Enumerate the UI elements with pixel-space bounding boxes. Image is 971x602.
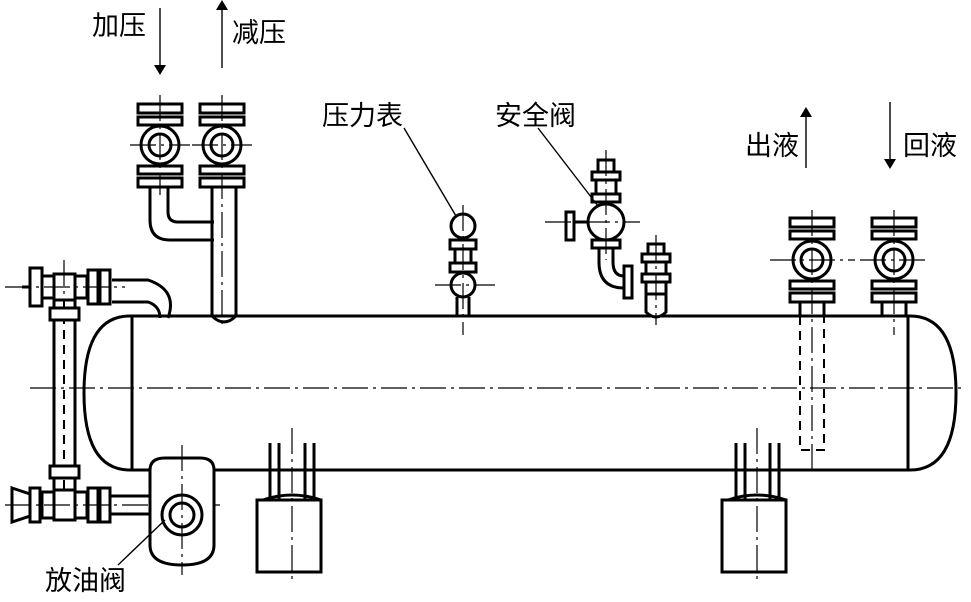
label-liquid-out: 出液 — [745, 131, 799, 162]
vessel-body — [30, 314, 966, 472]
label-pressurize: 加压 — [92, 11, 146, 42]
equalizer-pipe — [5, 260, 220, 525]
label-safety-valve: 安全阀 — [495, 101, 576, 132]
safety-valve — [537, 127, 672, 325]
label-oil-drain-valve: 放油阀 — [45, 566, 126, 597]
label-depressurize: 减压 — [232, 18, 286, 49]
liquid-return — [860, 102, 930, 335]
pressurize-line — [130, 8, 214, 242]
liquid-outlet — [770, 107, 855, 470]
oil-drain-sump — [148, 445, 216, 575]
right-support — [720, 428, 788, 580]
pressure-gauge — [403, 127, 495, 335]
left-support — [255, 428, 323, 580]
depressurize-line — [192, 0, 252, 325]
label-pressure-gauge: 压力表 — [322, 101, 403, 132]
label-liquid-return: 回液 — [903, 131, 957, 162]
oil-drain-leader — [117, 519, 166, 566]
